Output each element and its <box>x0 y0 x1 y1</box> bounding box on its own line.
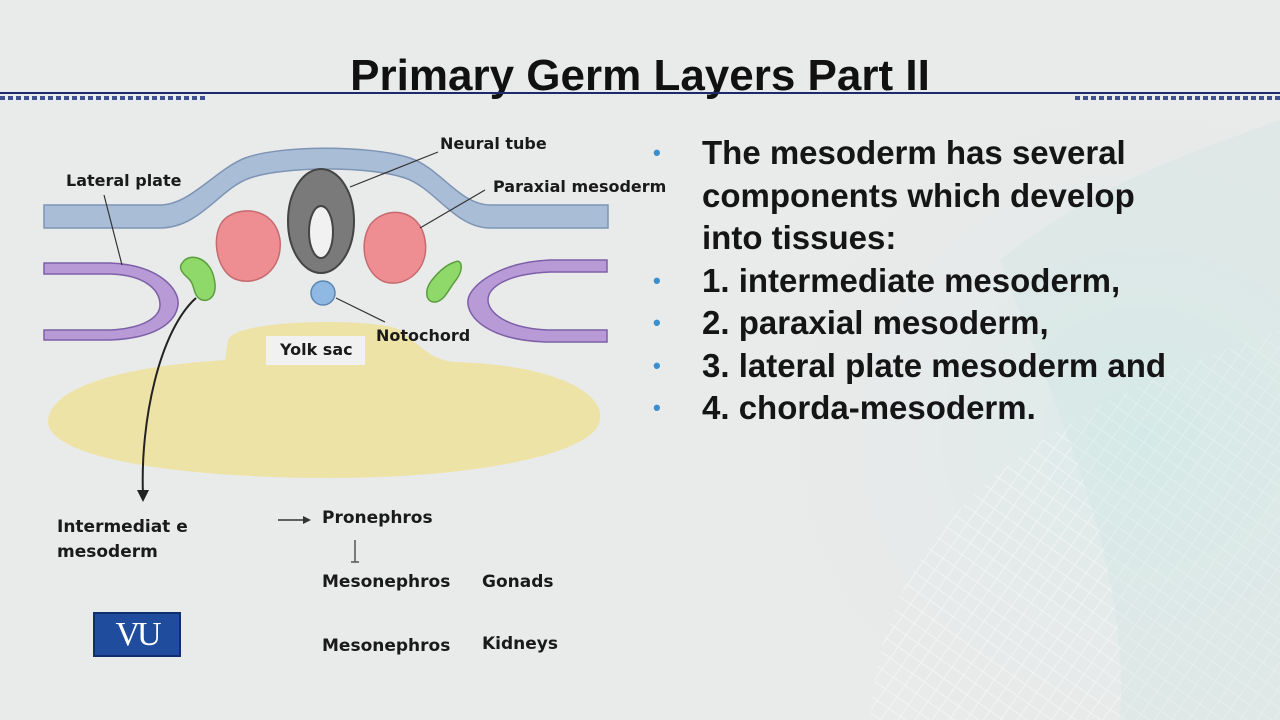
paraxial-mesoderm-right <box>363 211 427 284</box>
bullet-dot-icon: • <box>653 310 661 335</box>
bullet-continuation: components which develop <box>702 176 1135 214</box>
bullet-item: •1. intermediate mesoderm, <box>650 260 1250 303</box>
label-yolk-sac: Yolk sac <box>266 336 365 365</box>
flow-kidneys: Kidneys <box>482 634 559 654</box>
bullet-item: •4. chorda-mesoderm. <box>650 387 1250 430</box>
bullet-list: •The mesoderm has several components whi… <box>650 132 1250 430</box>
bullet-dot-icon: • <box>653 267 661 293</box>
notochord-shape <box>310 280 336 306</box>
paraxial-mesoderm-left <box>215 210 281 282</box>
bullet-dot-icon: • <box>653 395 661 420</box>
ectoderm-layer <box>43 147 609 229</box>
flow-gonads: Gonads <box>482 572 554 592</box>
bullet-item: •2. paraxial mesoderm, <box>650 302 1250 345</box>
bullet-dot-icon: • <box>653 140 661 165</box>
label-intermediate-mesoderm-line1: Intermediat e <box>57 517 188 537</box>
lateral-plate-left <box>43 262 179 341</box>
flow-mesonephros-1: Mesonephros <box>322 572 451 592</box>
label-paraxial-mesoderm: Paraxial mesoderm <box>493 177 667 196</box>
label-intermediate-mesoderm-line2: mesoderm <box>57 542 158 562</box>
diagram-drawing <box>43 147 609 626</box>
vu-logo: VU <box>93 612 181 657</box>
bullet-dot-icon: • <box>653 352 661 378</box>
lateral-plate-right <box>467 259 608 343</box>
label-neural-tube: Neural tube <box>440 134 547 153</box>
bullet-continuation: into tissues: <box>702 219 897 256</box>
flow-pronephros: Pronephros <box>322 508 433 528</box>
bullet-item: •The mesoderm has several <box>650 132 1250 175</box>
flow-mesonephros-2: Mesonephros <box>322 636 451 656</box>
intermediate-mesoderm-left <box>179 256 216 302</box>
embryo-cross-section-diagram <box>0 110 700 626</box>
bullet-item: •3. lateral plate mesoderm and <box>650 345 1250 388</box>
label-lateral-plate: Lateral plate <box>66 171 182 190</box>
title-underline <box>0 92 1280 100</box>
intermediate-mesoderm-right <box>426 260 462 303</box>
yolk-sac-shape <box>47 321 601 478</box>
label-notochord: Notochord <box>376 326 471 345</box>
